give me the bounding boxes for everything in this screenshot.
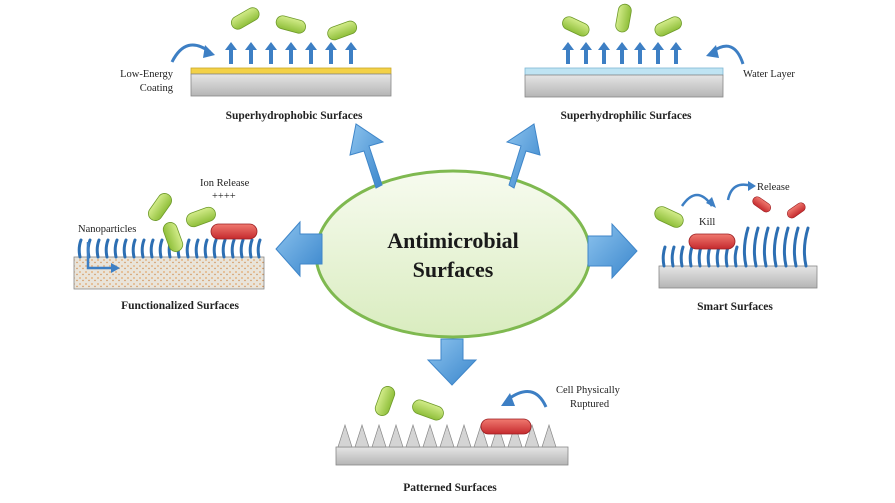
arrow-to-superhydrophobic (349, 123, 385, 189)
bacteria-fragments (752, 196, 806, 219)
panel-title-superhydrophobic: Superhydrophobic Surfaces (226, 110, 363, 122)
water-layer (524, 67, 724, 76)
surface-slab (335, 446, 569, 466)
panel-superhydrophobic: Low-Energy Coating Superhydrophobic Surf… (120, 7, 392, 122)
polymer-brushes-short (661, 245, 739, 268)
arrow-to-smart (587, 222, 638, 280)
panel-patterned: Cell Physically Ruptured Patterned Surfa… (335, 385, 621, 494)
curved-arrow-icon (680, 193, 714, 207)
label-nanoparticles: Nanoparticles (78, 224, 136, 235)
arrow-to-functionalized (275, 220, 323, 278)
panel-title-superhydrophilic: Superhydrophilic Surfaces (560, 110, 692, 122)
arrow-icon (86, 242, 112, 270)
center-node: Antimicrobial Surfaces (314, 169, 592, 339)
bacteria-green (374, 386, 444, 421)
label-ion-release: Ion Release (200, 178, 250, 189)
repel-arrows (225, 42, 357, 64)
label-release: Release (757, 182, 790, 193)
arrow-to-patterned (426, 338, 478, 386)
bacteria-green (230, 7, 358, 41)
panel-title-smart: Smart Surfaces (697, 301, 773, 313)
surface-slab (658, 265, 818, 289)
center-title-line1: Antimicrobial (387, 228, 519, 253)
bacterium-red (210, 223, 258, 240)
annotation-low-energy: Low-Energy (120, 69, 174, 80)
bacteria-green (562, 3, 682, 37)
nanoparticle-substrate (73, 256, 265, 290)
repel-arrows (562, 42, 682, 64)
annotation-cell-physically: Cell Physically (556, 385, 621, 396)
label-plus-ions: ++++ (212, 191, 236, 202)
label-kill: Kill (699, 217, 715, 228)
panel-title-functionalized: Functionalized Surfaces (121, 300, 239, 312)
annotation-coating: Coating (140, 83, 174, 94)
panel-smart: Kill Release Smart Surfaces (654, 181, 818, 313)
arrow-to-superhydrophilic (505, 123, 541, 189)
bacterium-green (654, 206, 684, 228)
spike-array (337, 423, 557, 448)
panel-superhydrophilic: Water Layer Superhydrophilic Surfaces (524, 3, 795, 122)
annotation-ruptured: Ruptured (570, 399, 610, 410)
coating-layer (190, 67, 392, 75)
surface-slab (190, 73, 392, 97)
polymer-brushes-extended (742, 226, 810, 268)
panel-functionalized: Nanoparticles Ion Release ++++ Functiona… (73, 178, 265, 312)
surface-slab (524, 74, 724, 98)
bacterium-red (480, 418, 532, 435)
bacterium-red (688, 233, 736, 250)
center-title-line2: Surfaces (413, 257, 494, 282)
annotation-water-layer: Water Layer (743, 69, 795, 80)
panel-title-patterned: Patterned Surfaces (403, 482, 497, 494)
bacteria-green (148, 193, 216, 252)
